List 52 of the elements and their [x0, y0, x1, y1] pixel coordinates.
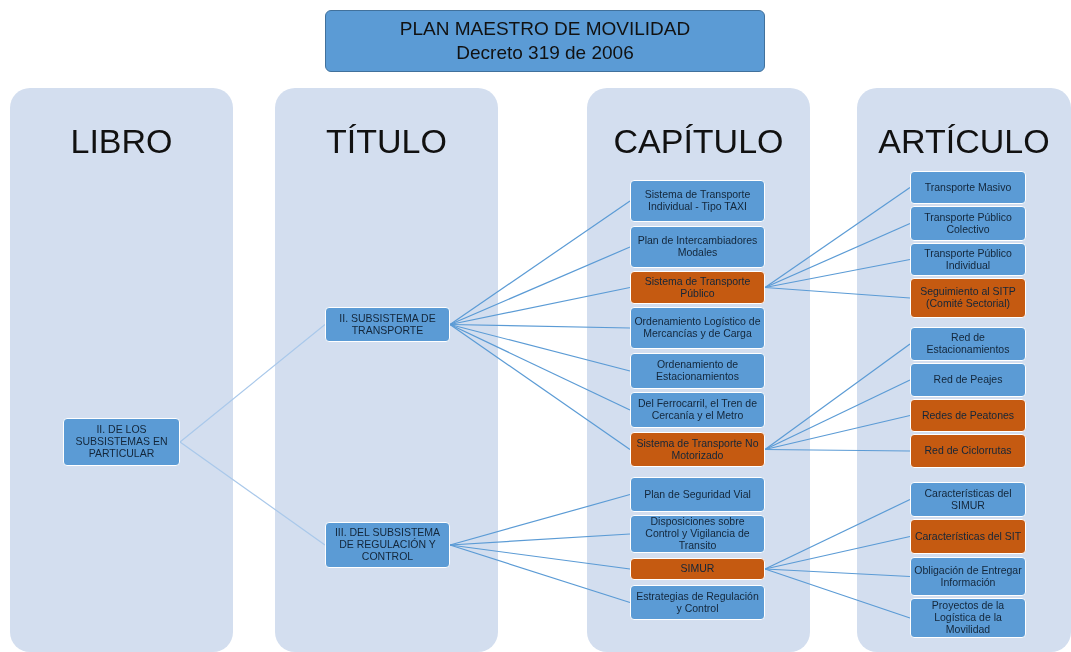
node-box: Redes de Peatones: [910, 399, 1026, 432]
node-box: Características del SIMUR: [910, 482, 1026, 517]
connector-line: [179, 441, 326, 546]
node-box: Estrategias de Regulación y Control: [630, 585, 765, 620]
node-box: Proyectos de la Logística de la Movilidad: [910, 598, 1026, 638]
node-box: Seguimiento al SITP (Comité Sectorial): [910, 278, 1026, 318]
connector-line: [764, 498, 911, 570]
node-box: Plan de Seguridad Vial: [630, 477, 765, 512]
node-box: SIMUR: [630, 558, 765, 580]
node-box: Del Ferrocarril, el Tren de Cercanía y el Metro: [630, 392, 765, 428]
column-heading: LIBRO: [69, 122, 174, 161]
connector-line: [764, 448, 911, 452]
column-panel: [857, 88, 1071, 652]
column-heading: ARTÍCULO: [877, 122, 1051, 161]
column-panel: [275, 88, 498, 652]
connector-line: [764, 286, 911, 299]
column-heading: TÍTULO: [325, 122, 448, 161]
node-box: Ordenamiento Logístico de Mercancías y de Carga: [630, 307, 765, 349]
connector-line: [449, 323, 631, 451]
node-box: Ordenamiento de Estacionamientos: [630, 353, 765, 389]
node-box: Plan de Intercambiadores Modales: [630, 226, 765, 268]
node-box: Sistema de Transporte Público: [630, 271, 765, 304]
node-box: II. SUBSISTEMA DE TRANSPORTE: [325, 307, 450, 342]
connector-line: [449, 533, 631, 546]
node-box: Sistema de Transporte Individual - Tipo TAXI: [630, 180, 765, 222]
column-heading: CAPÍTULO: [612, 122, 785, 161]
connector-line: [449, 323, 631, 411]
node-box: Características del SIT: [910, 519, 1026, 554]
connector-line: [764, 222, 911, 289]
title-box: PLAN MAESTRO DE MOVILIDAD Decreto 319 de 2006: [325, 10, 765, 72]
column-panel: [587, 88, 810, 652]
node-box: Obligación de Entregar Información: [910, 557, 1026, 596]
node-box: III. DEL SUBSISTEMA DE REGULACIÓN Y CONTROL: [325, 522, 450, 568]
node-box: II. DE LOS SUBSISTEMAS EN PARTICULAR: [63, 418, 180, 466]
connector-line: [764, 258, 911, 289]
connector-line: [179, 323, 326, 443]
node-box: Transporte Masivo: [910, 171, 1026, 204]
node-box: Transporte Público Individual: [910, 243, 1026, 276]
connector-line: [764, 568, 911, 578]
node-box: Red de Estacionamientos: [910, 327, 1026, 361]
connector-line: [764, 186, 911, 289]
node-box: Transporte Público Colectivo: [910, 206, 1026, 241]
connector-line: [449, 200, 631, 326]
column-panel: [10, 88, 233, 652]
node-box: Disposiciones sobre Control y Vigilancia de Transito: [630, 515, 765, 553]
node-box: Red de Ciclorrutas: [910, 434, 1026, 468]
connector-line: [764, 343, 911, 451]
node-box: Red de Peajes: [910, 363, 1026, 397]
connector-line: [449, 246, 631, 326]
node-box: Sistema de Transporte No Motorizado: [630, 432, 765, 467]
connector-line: [764, 568, 911, 619]
connector-line: [449, 544, 631, 604]
